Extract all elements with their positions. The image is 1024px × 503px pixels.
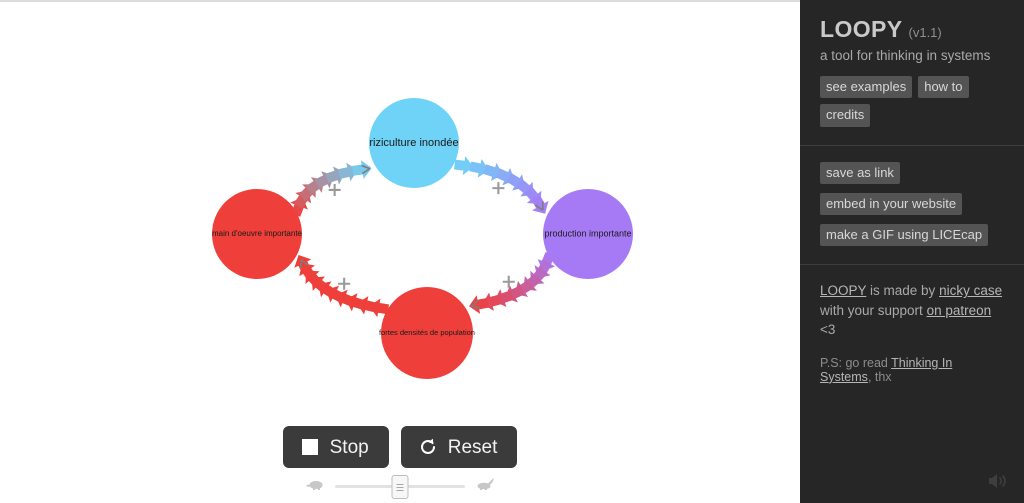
edge-arrowhead	[299, 259, 309, 269]
node-circle[interactable]	[543, 189, 633, 279]
reset-button[interactable]: Reset	[400, 426, 518, 468]
speed-thumb[interactable]	[391, 475, 409, 499]
credits-line-1: LOOPY is made by nicky case	[820, 281, 1004, 301]
sidebar: LOOPY (v1.1) a tool for thinking in syst…	[800, 0, 1024, 503]
edge-sign-plus[interactable]	[328, 183, 341, 196]
node-circle[interactable]	[369, 98, 459, 188]
sidebar-brand-section: LOOPY (v1.1) a tool for thinking in syst…	[800, 0, 1024, 146]
edges-layer	[290, 156, 556, 318]
sidebar-share-section: save as link embed in your website make …	[800, 146, 1024, 266]
node-production[interactable]: production importante	[543, 189, 633, 279]
ps-suffix: , thx	[867, 369, 892, 384]
see-examples-button[interactable]: see examples	[820, 76, 913, 99]
brand-buttons: see examples how to credits	[820, 76, 1004, 127]
edge-arrowhead	[361, 164, 371, 175]
node-circle[interactable]	[212, 189, 302, 279]
node-labor[interactable]: main d'oeuvre importante	[212, 189, 303, 279]
edge-arrow	[453, 156, 474, 176]
edge-sign-plus[interactable]	[502, 275, 515, 288]
stop-button[interactable]: Stop	[282, 426, 389, 468]
ps-prefix: P.S: go read	[820, 355, 892, 370]
speed-slider[interactable]	[305, 475, 495, 499]
reset-circular-arrow-icon	[417, 436, 439, 458]
make-gif-button[interactable]: make a GIF using LICEcap	[820, 224, 989, 247]
thinking-in-systems-link[interactable]: Thinking In Systems	[820, 355, 953, 384]
node-density[interactable]: fortes densités de population	[379, 287, 475, 379]
node-circle[interactable]	[381, 287, 473, 379]
edge-arrow	[531, 194, 549, 214]
credits-made-by-text: is made by	[866, 283, 940, 299]
embed-in-website-button[interactable]: embed in your website	[820, 192, 963, 215]
credits-support-text: with your support	[820, 302, 927, 318]
how-to-button[interactable]: how to	[918, 76, 969, 99]
nicky-case-link[interactable]: nicky case	[939, 283, 1003, 299]
loopy-link[interactable]: LOOPY	[820, 283, 867, 299]
credits-line-2: with your support on patreon <3	[820, 301, 1004, 340]
nodes-layer: riziculture inondée main d'oeuvre importa…	[212, 98, 633, 379]
edge-arrowhead	[535, 201, 544, 212]
app-tagline: a tool for thinking in systems	[820, 48, 991, 63]
edge-arrowhead	[470, 299, 481, 310]
patreon-link[interactable]: on patreon	[926, 302, 992, 318]
loopy-canvas[interactable]: riziculture inondée main d'oeuvre importa…	[0, 0, 800, 503]
sound-icon[interactable]	[986, 469, 1010, 493]
reset-button-label: Reset	[447, 436, 498, 458]
edge-arrow	[294, 255, 312, 275]
sidebar-credits-section: LOOPY is made by nicky case with your su…	[800, 265, 1024, 402]
ps-line: P.S: go read Thinking In Systems, thx	[820, 356, 1004, 384]
edge-arrow	[469, 295, 489, 314]
app-version: (v1.1)	[908, 25, 942, 40]
edge-sign-plus[interactable]	[338, 277, 351, 290]
credits-heart-text: <3	[820, 322, 836, 338]
stop-button-label: Stop	[329, 436, 369, 458]
edge-sign-plus[interactable]	[492, 182, 505, 195]
node-rice[interactable]: riziculture inondée	[369, 98, 459, 188]
playback-controls: Stop Reset	[0, 426, 800, 499]
playback-buttons: Stop Reset	[282, 426, 518, 468]
stop-square-icon	[299, 436, 321, 458]
rabbit-icon	[475, 477, 495, 495]
brand-line: LOOPY (v1.1)	[820, 16, 1004, 43]
edge-signs-layer	[328, 182, 515, 290]
credits-button[interactable]: credits	[820, 104, 871, 127]
edge-arrow	[352, 160, 372, 179]
turtle-icon	[305, 477, 325, 495]
speed-track[interactable]	[335, 475, 465, 499]
save-as-link-button[interactable]: save as link	[820, 161, 900, 184]
app-title: LOOPY	[820, 16, 903, 42]
